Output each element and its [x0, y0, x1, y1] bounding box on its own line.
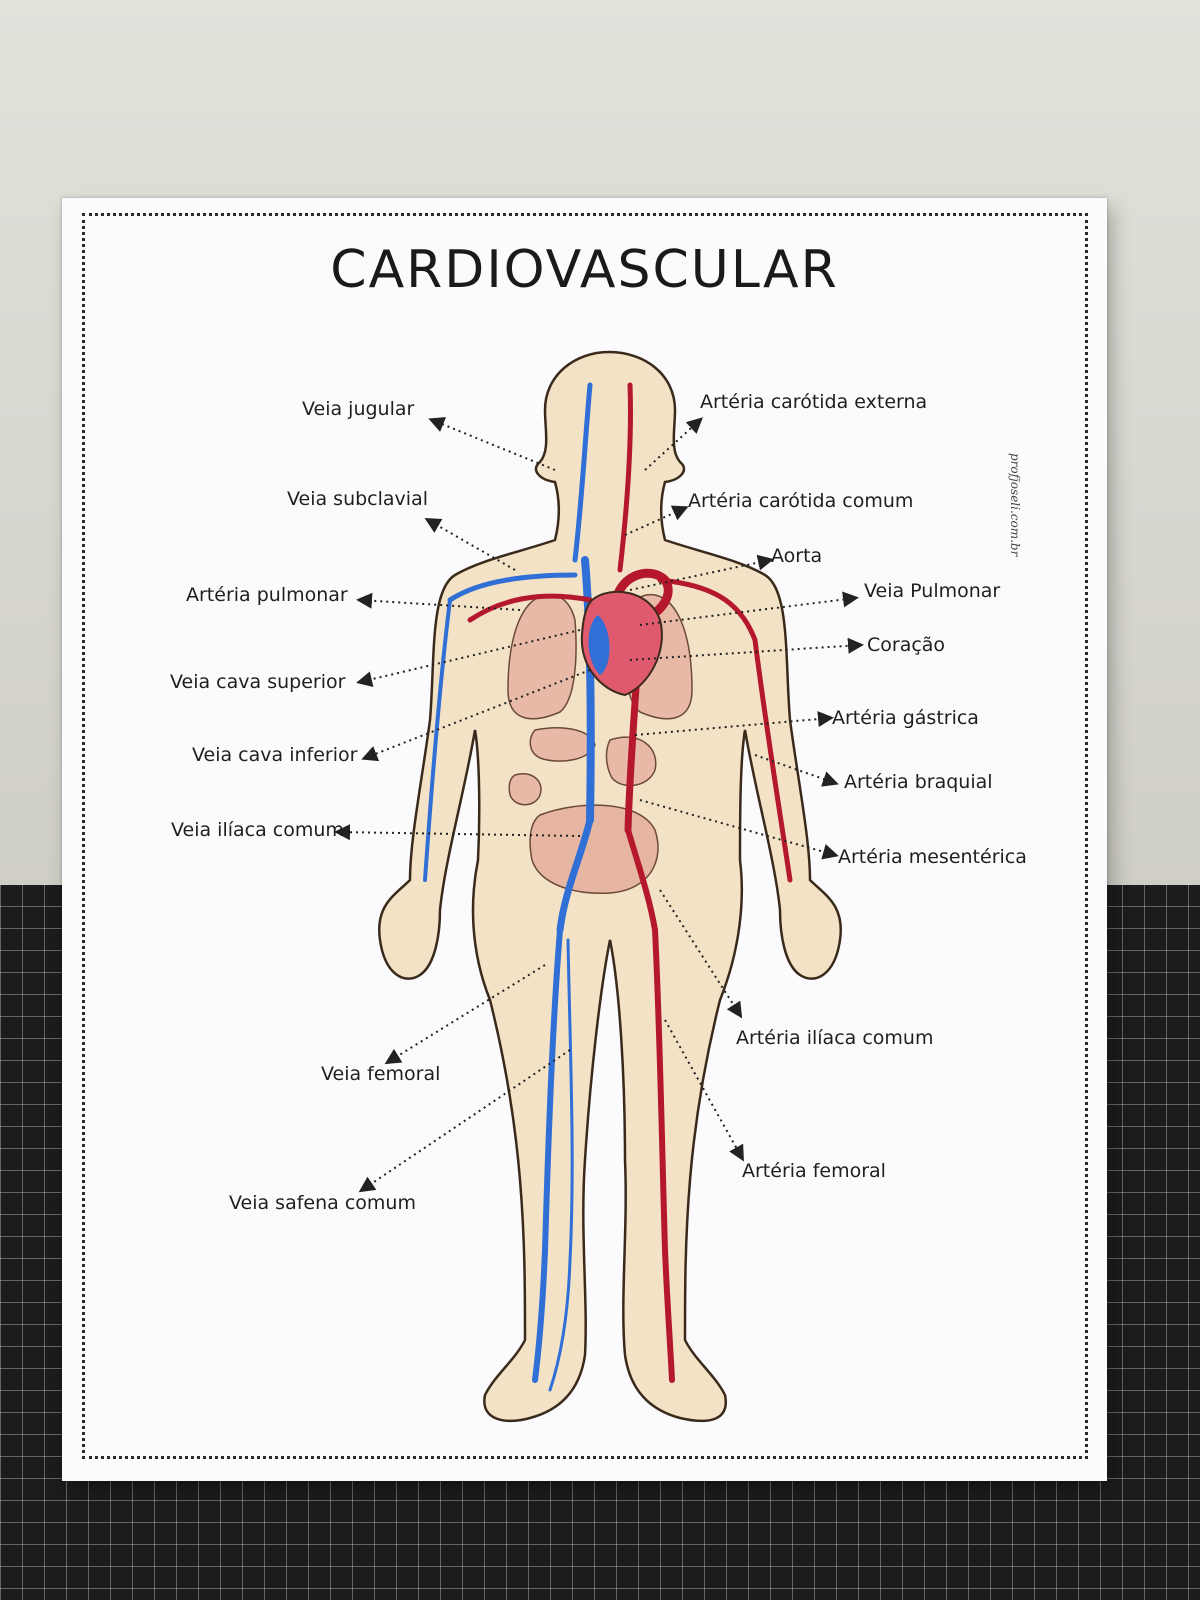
- iliac-vein: [556, 816, 594, 934]
- label-arteria-mesenterica: Artéria mesentérica: [838, 846, 1027, 868]
- label-arteria-iliaca-comum: Artéria ilíaca comum: [736, 1027, 934, 1049]
- saphenous-vein: [548, 938, 574, 1392]
- spleen: [508, 773, 542, 806]
- pulmonary-artery-left: [467, 593, 593, 623]
- leader-coracao: [629, 637, 864, 661]
- leader-veia-cava-inferior: [361, 669, 591, 762]
- label-veia-iliaca-comum: Veia ilíaca comum: [171, 819, 344, 841]
- label-arteria-pulmonar: Artéria pulmonar: [186, 584, 348, 606]
- label-veia-femoral: Veia femoral: [321, 1063, 441, 1085]
- label-arteria-braquial: Artéria braquial: [844, 771, 993, 793]
- brachial-artery: [657, 577, 793, 883]
- label-aorta: Aorta: [771, 545, 823, 567]
- femoral-artery: [652, 927, 675, 1383]
- label-arteria-gastrica: Artéria gástrica: [832, 707, 979, 729]
- jugular-vein: [572, 382, 593, 563]
- label-coracao: Coração: [867, 634, 946, 656]
- intestines: [529, 804, 659, 894]
- leader-arteria-pulmonar: [356, 592, 521, 611]
- arm-vein-left: [423, 598, 452, 882]
- femoral-vein: [532, 927, 563, 1383]
- leader-lines: [334, 417, 864, 1193]
- leader-arteria-iliaca: [659, 889, 743, 1019]
- leader-arteria-femoral: [664, 1019, 744, 1162]
- arteries: [467, 382, 793, 1383]
- label-veia-cava-inferior: Veia cava inferior: [192, 744, 358, 766]
- poster-title: CARDIOVASCULAR: [330, 240, 839, 300]
- iliac-artery: [625, 827, 658, 933]
- veins: [423, 382, 595, 1392]
- leader-carotida-comum: [624, 505, 689, 536]
- leader-arteria-gastrica: [634, 711, 834, 736]
- leader-arteria-mesenterica: [639, 799, 839, 860]
- label-arteria-carotida-comum: Artéria carótida comum: [688, 490, 914, 512]
- label-arteria-femoral: Artéria femoral: [742, 1160, 886, 1182]
- left-lung: [507, 593, 577, 720]
- label-veia-pulmonar: Veia Pulmonar: [864, 580, 1001, 602]
- dotted-border: [82, 213, 1088, 1459]
- leader-carotida-externa: [644, 417, 703, 471]
- liver: [529, 727, 596, 762]
- leader-veia-pulmonar: [639, 591, 859, 626]
- subclavian-vein: [447, 572, 578, 603]
- leader-veia-femoral: [384, 964, 546, 1065]
- label-arteria-carotida-externa: Artéria carótida externa: [700, 391, 928, 413]
- leader-arteria-braquial: [754, 754, 839, 787]
- label-veia-subclavial: Veia subclavial: [287, 488, 428, 510]
- leader-veia-jugular: [428, 417, 556, 471]
- label-veia-jugular: Veia jugular: [302, 398, 415, 420]
- heart-right-atrium: [588, 615, 610, 675]
- carotid-artery: [617, 382, 633, 573]
- leader-veia-cava-superior: [356, 629, 581, 688]
- label-veia-safena-comum: Veia safena comum: [229, 1192, 416, 1214]
- leader-veia-iliaca-comum: [334, 824, 581, 841]
- label-veia-cava-superior: Veia cava superior: [170, 671, 346, 693]
